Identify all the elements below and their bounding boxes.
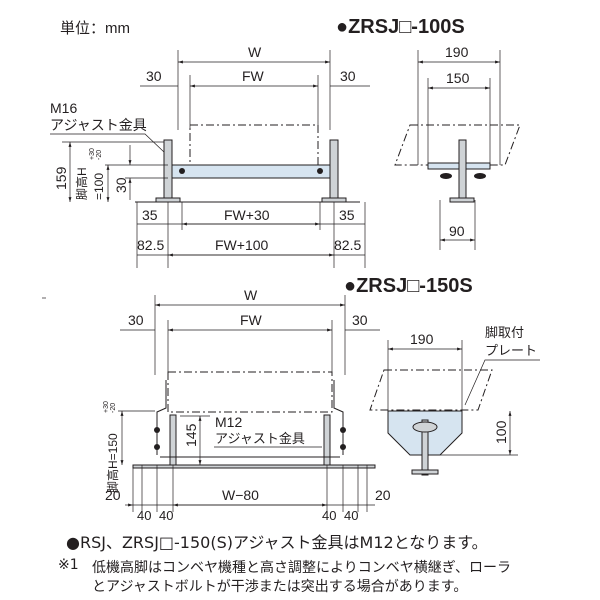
dim-30-left: 30 [146,68,162,84]
dim-fw30: FW+30 [224,207,270,223]
unit-label: 単位：mm [60,20,130,37]
title-100s: ●ZRSJ□-100S [336,16,465,38]
title-150s: ●ZRSJ□-150S [344,275,473,297]
dim-35-left: 35 [142,207,158,223]
plate-label-2: プレート [485,343,537,358]
dim-90: 90 [449,223,465,239]
adjuster-label: アジャスト金具 [50,117,147,133]
plate-label-1: 脚取付 [485,325,524,340]
adjuster-m12: M12 [215,414,242,430]
dim-fw100: FW+100 [215,237,269,253]
dim-145: 145 [183,423,199,447]
tol-plus-150: +30 [103,401,110,413]
tol-plus: +30 [89,148,96,160]
dim-fw: FW [242,68,265,84]
dim-w-150: W [244,287,258,303]
dim-fw-150: FW [240,312,263,328]
leg-height-150: 脚高H=150 [105,433,120,493]
note-mark: ※1 [58,557,79,573]
front-view-150s: W FW 30 30 145 M12 アジャスト金具 脚高H=150 +30 -… [103,287,391,523]
dim-159: 159 [53,166,69,190]
dim-190: 190 [445,44,469,60]
side-view-100s: 190 150 90 [394,44,521,250]
dim-40-c: 40 [322,508,336,523]
dim-40-b: 40 [159,508,173,523]
dim-30-left-150: 30 [128,312,144,328]
leg-height-label: 脚高H [74,167,89,200]
side-view-150s: 190 脚取付 プレート 100 [369,325,540,476]
tol-minus-150: -20 [110,403,117,413]
dim-30-right-150: 30 [352,312,368,328]
note-line-1: 低機高脚はコンベヤ機種と高さ調整によりコンベヤ横継ぎ、ローラ [92,560,512,576]
dim-40-a: 40 [137,508,151,523]
dim-190-150: 190 [410,331,434,347]
leg-height-value: =100 [92,173,106,200]
dim-w80: W−80 [222,487,259,503]
dim-20-right: 20 [375,487,391,503]
front-view-100s: W FW 30 30 M16 アジャスト金具 159 脚高H =100 +30 … [50,44,370,268]
dim-30-vertical: 30 [113,177,129,193]
tol-minus: -20 [96,150,103,160]
dim-825-left: 82.5 [137,237,164,253]
dim-w: W [248,44,262,60]
dim-35-right: 35 [339,207,355,223]
dim-30-right: 30 [340,68,356,84]
dim-825-right: 82.5 [334,237,361,253]
adjuster-m16: M16 [50,100,77,116]
adjuster-label-150: アジャスト金具 [215,431,305,446]
dim-150: 150 [446,70,470,86]
note-line-2: とアジャストボルトが干渉または突出する場合があります。 [92,579,468,595]
note-bullet: ●RSJ、ZRSJ□-150(S)アジャスト金具はM12となります。 [66,533,488,552]
dim-100: 100 [493,420,509,444]
dim-40-d: 40 [344,508,358,523]
dim-20-left: 20 [105,487,121,503]
